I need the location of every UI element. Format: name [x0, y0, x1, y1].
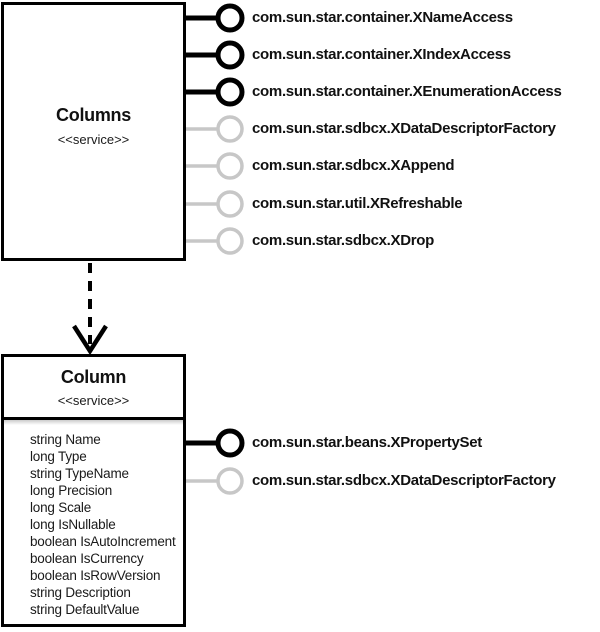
interface-label: com.sun.star.beans.XPropertySet — [252, 434, 482, 451]
property-row: long Precision — [30, 483, 112, 498]
interface-lollipop-icon — [215, 428, 245, 458]
interface-lollipop-icon — [216, 190, 244, 218]
property-row: boolean IsCurrency — [30, 551, 144, 566]
column-service-title: Column — [60, 367, 127, 387]
dependency-arrowhead-icon — [72, 324, 108, 356]
interface-label: com.sun.star.container.XEnumerationAcces… — [252, 83, 562, 100]
interface-label: com.sun.star.sdbcx.XDataDescriptorFactor… — [252, 472, 556, 489]
interface-lollipop-icon — [215, 77, 245, 107]
property-row: long IsNullable — [30, 517, 116, 532]
property-row: long Type — [30, 449, 87, 464]
interface-label: com.sun.star.container.XIndexAccess — [252, 46, 511, 63]
property-row: boolean IsRowVersion — [30, 568, 161, 583]
interface-label: com.sun.star.util.XRefreshable — [252, 195, 463, 212]
interface-lollipop-icon — [215, 40, 245, 70]
property-row: string Description — [30, 585, 131, 600]
column-properties-list: string Name long Type string TypeName lo… — [4, 420, 183, 624]
interface-lollipop-icon — [215, 3, 245, 33]
interface-label: com.sun.star.sdbcx.XDrop — [252, 232, 435, 249]
interface-label: com.sun.star.sdbcx.XAppend — [252, 157, 455, 174]
columns-service-box: Columns <<service>> — [1, 2, 186, 261]
property-row: string DefaultValue — [30, 602, 140, 617]
property-row: string TypeName — [30, 466, 129, 481]
interface-label: com.sun.star.sdbcx.XDataDescriptorFactor… — [252, 120, 556, 137]
columns-service-stereotype: <<service>> — [57, 132, 130, 147]
column-service-header: Column <<service>> — [4, 357, 183, 420]
property-row: boolean IsAutoIncrement — [30, 534, 176, 549]
interface-lollipop-icon — [216, 227, 244, 255]
property-row: long Scale — [30, 500, 92, 515]
property-row: string Name — [30, 432, 101, 447]
interface-lollipop-icon — [216, 115, 244, 143]
columns-service-title: Columns — [56, 105, 131, 125]
interface-lollipop-icon — [216, 467, 244, 495]
interface-lollipop-icon — [216, 152, 244, 180]
column-service-box: Column <<service>> string Name long Type… — [1, 354, 186, 627]
interface-label: com.sun.star.container.XNameAccess — [252, 9, 513, 26]
column-service-stereotype: <<service>> — [57, 393, 130, 408]
